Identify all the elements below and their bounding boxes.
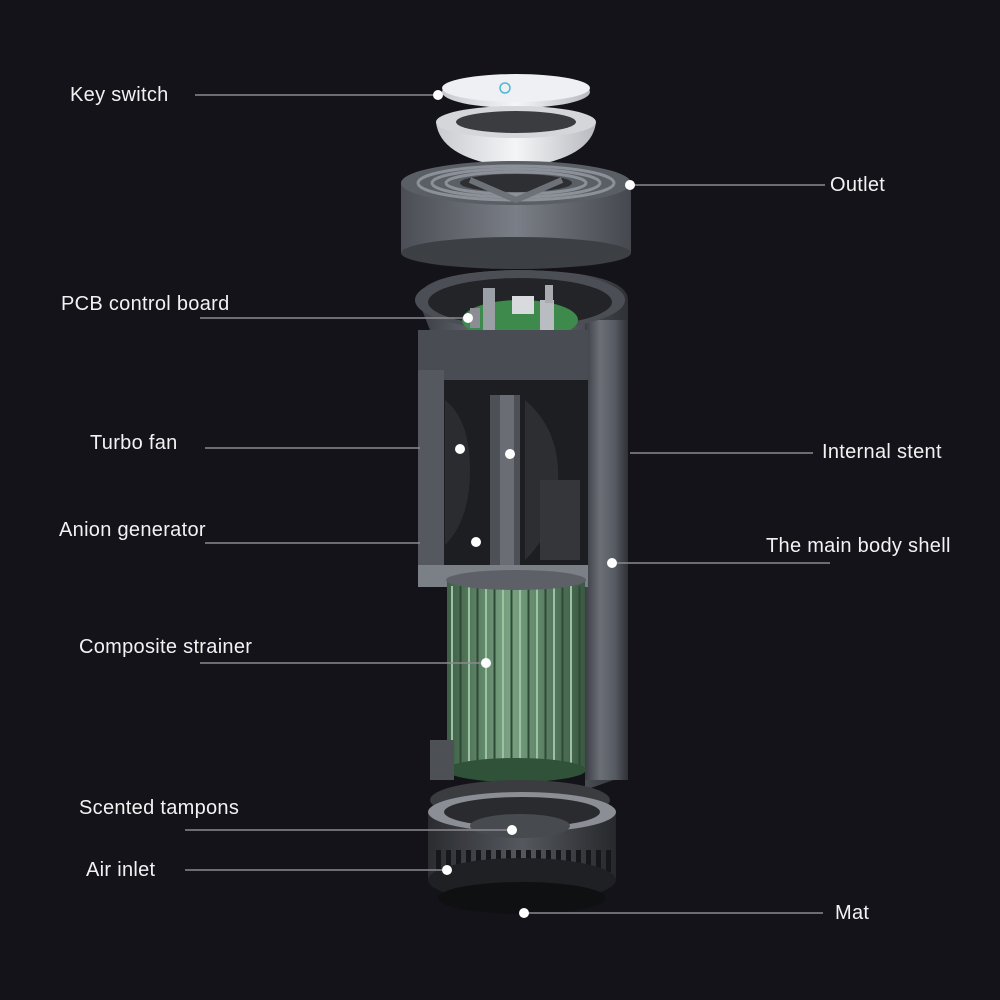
- dot-outlet: [625, 180, 635, 190]
- dot-main-shell: [607, 558, 617, 568]
- callout-dots: [433, 90, 635, 918]
- label-internal-stent: Internal stent: [822, 441, 942, 463]
- dot-air-inlet: [442, 865, 452, 875]
- dot-composite: [481, 658, 491, 668]
- dot-turbo-fan: [455, 444, 465, 454]
- label-main-body-shell: The main body shell: [766, 535, 951, 557]
- composite-strainer-part: [446, 570, 586, 782]
- leader-lines: [185, 94, 830, 914]
- key-switch-part: [436, 74, 596, 168]
- label-mat: Mat: [835, 902, 870, 924]
- base-part: [428, 740, 616, 914]
- label-scented-tampons: Scented tampons: [79, 797, 240, 819]
- outlet-part: [401, 161, 631, 269]
- dot-mat: [519, 908, 529, 918]
- label-anion-generator: Anion generator: [59, 519, 206, 541]
- label-air-inlet: Air inlet: [86, 859, 156, 881]
- filter-pleats: [451, 586, 581, 766]
- dot-pcb: [463, 313, 473, 323]
- vent-slot: [576, 850, 581, 872]
- vent-slot: [586, 850, 591, 872]
- internal-stent-part: [418, 330, 588, 587]
- vent-slot: [606, 850, 611, 872]
- vent-slot: [446, 850, 451, 872]
- dot-key-switch: [433, 90, 443, 100]
- vent-slot: [456, 850, 461, 872]
- label-pcb-control-board: PCB control board: [61, 293, 230, 315]
- main-body-shell-part: [415, 270, 628, 790]
- label-turbo-fan: Turbo fan: [90, 432, 178, 454]
- dot-scented: [507, 825, 517, 835]
- dot-anion: [471, 537, 481, 547]
- vent-slot: [466, 850, 471, 872]
- label-composite-strainer: Composite strainer: [79, 636, 253, 658]
- label-key-switch: Key switch: [70, 84, 169, 106]
- vent-slot: [596, 850, 601, 872]
- label-outlet: Outlet: [830, 174, 886, 196]
- dot-internal-stent: [505, 449, 515, 459]
- vent-slot: [436, 850, 441, 872]
